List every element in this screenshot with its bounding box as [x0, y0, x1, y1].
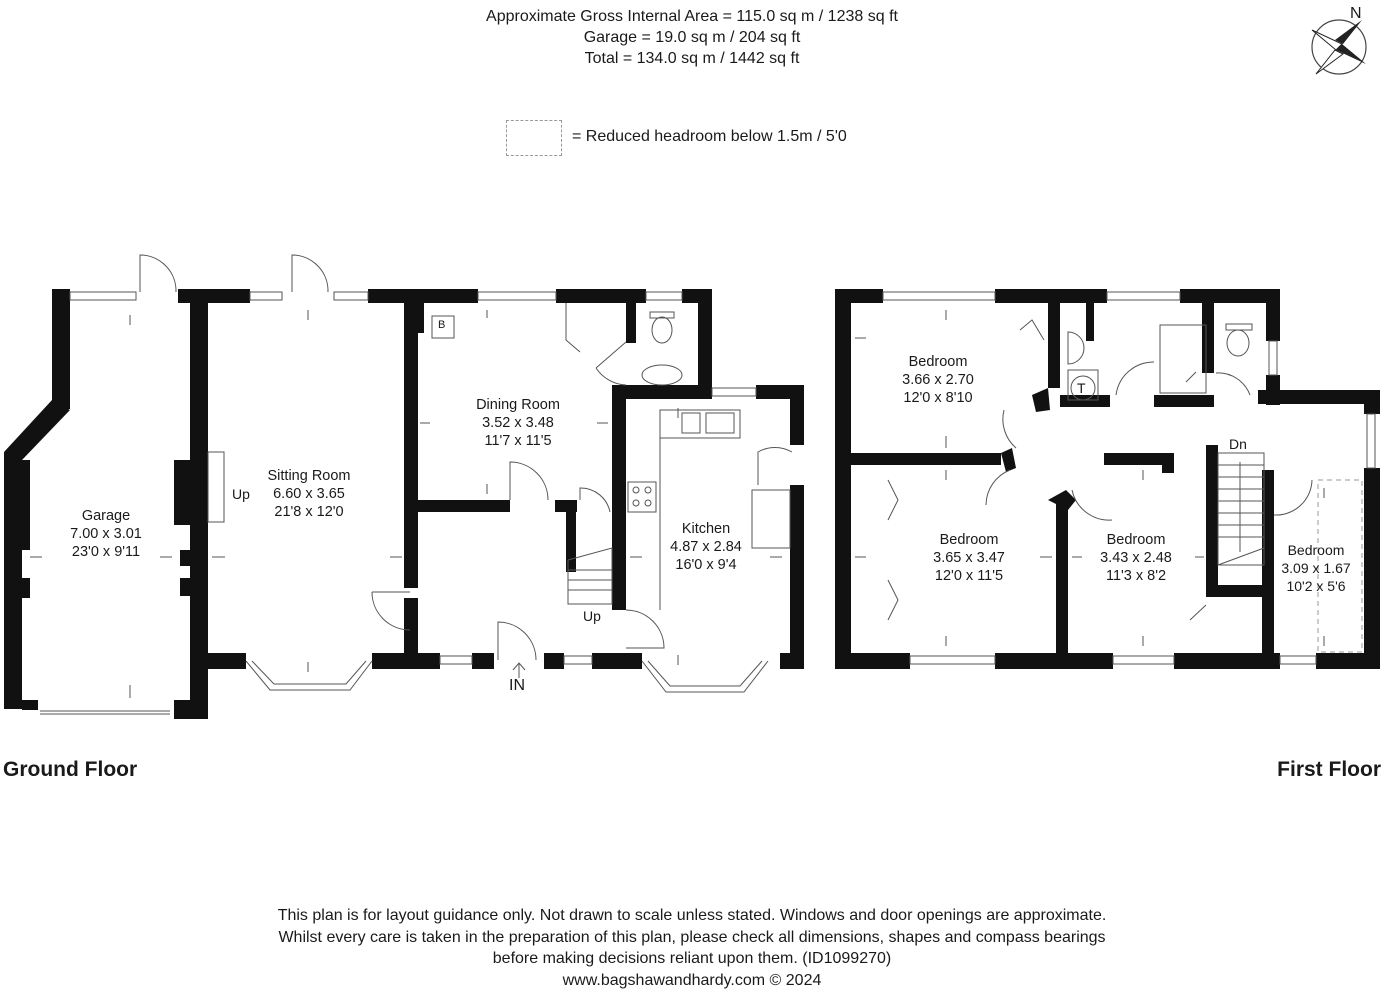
first-floor-title: First Floor	[1277, 758, 1381, 781]
entrance-label: IN	[509, 677, 525, 694]
boiler-label: B	[438, 319, 446, 331]
room-metric: 3.09 x 1.67	[1281, 560, 1351, 576]
ground-floor-fixtures	[30, 254, 793, 715]
room-metric: 3.52 x 3.48	[482, 415, 554, 431]
room-dining-room: Dining Room 3.52 x 3.48 11'7 x 11'5	[476, 396, 560, 450]
room-imperial: 21'8 x 12'0	[274, 504, 344, 520]
room-name: Bedroom	[908, 354, 968, 370]
disclaimer: This plan is for layout guidance only. N…	[0, 905, 1384, 991]
room-metric: 7.00 x 3.01	[70, 526, 142, 542]
room-imperial: 12'0 x 11'5	[934, 568, 1004, 584]
room-imperial: 16'0 x 9'4	[675, 557, 737, 573]
room-bedroom-3: Bedroom 3.43 x 2.48 11'3 x 8'2	[1100, 531, 1172, 585]
gross-internal-area: Approximate Gross Internal Area = 115.0 …	[486, 8, 898, 25]
first-floor-fixtures	[855, 291, 1376, 665]
first-floor-plan	[835, 289, 1380, 669]
room-imperial: 23'0 x 9'11	[71, 544, 141, 560]
area-summary: Approximate Gross Internal Area = 115.0 …	[0, 6, 1384, 69]
tank-label: T	[1077, 380, 1086, 396]
room-metric: 4.87 x 2.84	[670, 539, 742, 555]
ground-floor-title: Ground Floor	[3, 758, 138, 781]
stairs-up-label-2: Up	[583, 608, 601, 624]
room-name: Bedroom	[1287, 542, 1345, 558]
room-metric: 3.66 x 2.70	[902, 372, 974, 388]
disclaimer-line-3: before making decisions reliant upon the…	[492, 950, 892, 967]
compass-north-label: N	[1350, 5, 1362, 22]
stairs-down-label: Dn	[1229, 436, 1247, 452]
website-copyright: www.bagshawandhardy.com © 2024	[562, 971, 822, 989]
room-name: Bedroom	[1106, 532, 1166, 548]
reduced-headroom-swatch	[506, 120, 562, 156]
compass-rose-icon	[1311, 19, 1367, 75]
room-name: Dining Room	[476, 397, 560, 413]
room-imperial: 10'2 x 5'6	[1286, 578, 1346, 594]
room-name: Bedroom	[939, 532, 999, 548]
room-bedroom-2: Bedroom 3.65 x 3.47 12'0 x 11'5	[933, 531, 1005, 585]
total-area: Total = 134.0 sq m / 1442 sq ft	[584, 50, 800, 67]
room-bedroom-1: Bedroom 3.66 x 2.70 12'0 x 8'10	[902, 353, 974, 407]
room-imperial: 11'7 x 11'5	[484, 433, 552, 449]
room-imperial: 11'3 x 8'2	[1105, 568, 1167, 584]
room-name: Kitchen	[681, 521, 731, 537]
disclaimer-line-1: This plan is for layout guidance only. N…	[277, 907, 1107, 924]
disclaimer-line-2: Whilst every care is taken in the prepar…	[278, 928, 1106, 946]
room-name: Garage	[81, 508, 131, 524]
room-bedroom-4: Bedroom 3.09 x 1.67 10'2 x 5'6	[1281, 541, 1350, 595]
room-metric: 3.65 x 3.47	[933, 550, 1005, 566]
legend-text: = Reduced headroom below 1.5m / 5'0	[572, 128, 847, 145]
room-metric: 3.43 x 2.48	[1100, 550, 1172, 566]
room-kitchen: Kitchen 4.87 x 2.84 16'0 x 9'4	[670, 520, 742, 574]
room-sitting-room: Sitting Room 6.60 x 3.65 21'8 x 12'0	[267, 467, 350, 521]
room-imperial: 12'0 x 8'10	[903, 390, 973, 406]
room-garage: Garage 7.00 x 3.01 23'0 x 9'11	[70, 507, 142, 561]
ground-floor-plan	[4, 289, 804, 719]
room-metric: 6.60 x 3.65	[273, 486, 345, 502]
stairs-up-label: Up	[232, 486, 250, 502]
garage-area: Garage = 19.0 sq m / 204 sq ft	[583, 29, 801, 46]
room-name: Sitting Room	[267, 468, 351, 484]
